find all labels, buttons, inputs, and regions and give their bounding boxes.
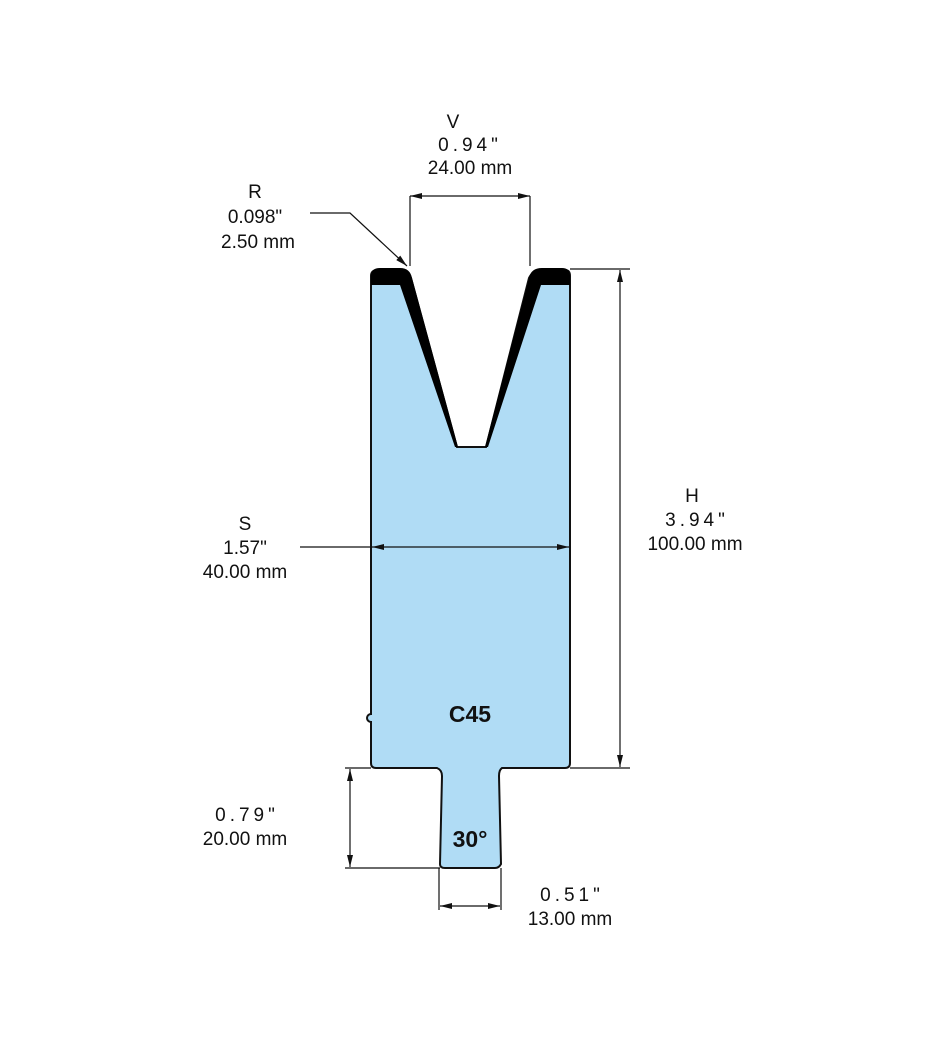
svg-text:3.94": 3.94": [665, 510, 729, 531]
svg-text:40.00 mm: 40.00 mm: [203, 562, 287, 583]
svg-text:0.51": 0.51": [540, 885, 604, 906]
material-label: C45: [449, 701, 491, 727]
svg-text:R: R: [248, 182, 262, 203]
coating-left: [371, 268, 458, 447]
r-dimension: R 0.098" 2.50 mm: [221, 182, 408, 267]
angle-label: 30°: [453, 826, 488, 852]
svg-text:2.50 mm: 2.50 mm: [221, 232, 295, 253]
svg-text:H: H: [685, 486, 699, 507]
svg-text:1.57": 1.57": [223, 538, 267, 559]
svg-text:0.098": 0.098": [228, 207, 282, 228]
coating-right: [485, 268, 570, 447]
svg-text:13.00 mm: 13.00 mm: [528, 909, 612, 930]
svg-text:S: S: [239, 514, 252, 535]
svg-text:100.00 mm: 100.00 mm: [647, 534, 742, 555]
h-dimension: H 3.94" 100.00 mm: [570, 268, 743, 769]
svg-text:0.79": 0.79": [215, 805, 279, 826]
die-body: [366, 269, 571, 869]
v-dimension: V 0.94" 24.00 mm: [409, 112, 531, 266]
tang-width-dimension: 0.51" 13.00 mm: [438, 868, 612, 930]
svg-text:0.94": 0.94": [438, 135, 502, 156]
s-dimension: S 1.57" 40.00 mm: [203, 514, 569, 583]
svg-text:V: V: [447, 112, 460, 133]
tang-height-dimension: 0.79" 20.00 mm: [203, 767, 440, 869]
svg-text:24.00 mm: 24.00 mm: [428, 158, 512, 179]
svg-text:20.00 mm: 20.00 mm: [203, 829, 287, 850]
